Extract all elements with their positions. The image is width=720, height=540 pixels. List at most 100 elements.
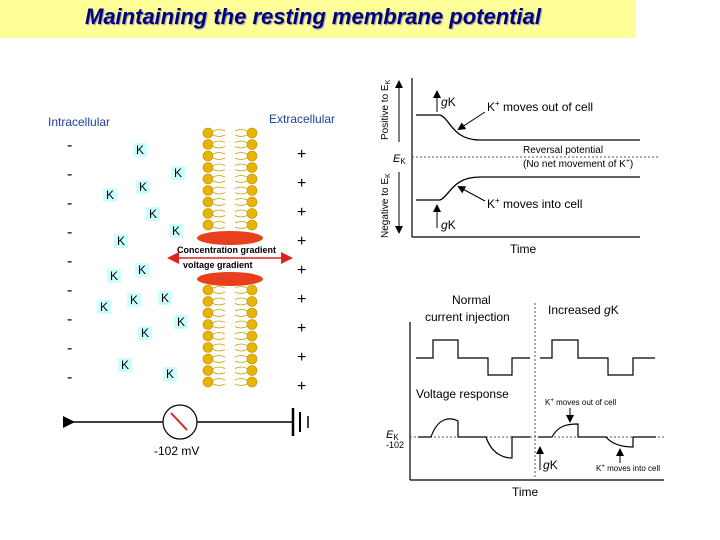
concentration-gradient-label: Concentration gradient (177, 245, 276, 255)
extracellular-charges: +++++++++ (297, 146, 306, 395)
voltage-response-label: Voltage response (416, 387, 509, 401)
title-banner (0, 0, 636, 38)
potassium-ion (171, 166, 185, 180)
lipid-head (202, 342, 214, 353)
potassium-ion-label: K (136, 143, 144, 157)
meter-reading: -102 mV (154, 444, 199, 458)
lipid-head (202, 365, 214, 376)
potassium-ion (135, 263, 149, 277)
potassium-ion-label: K (172, 224, 180, 238)
minus-sign: - (67, 253, 72, 270)
lipid-head (246, 196, 258, 208)
normal-label-line1: Normal (452, 293, 491, 307)
lipid-tail (212, 332, 226, 340)
plus-sign: + (297, 349, 306, 366)
k-in-label: K+ moves into cell (487, 196, 582, 211)
lipid-tail (212, 320, 226, 329)
potassium-ion-label: K (174, 166, 182, 180)
lipid-head (246, 284, 258, 296)
voltmeter-needle-icon (170, 412, 188, 431)
lipid-tail (234, 198, 248, 206)
lipid-tail (234, 366, 248, 375)
lipid-head (202, 219, 214, 231)
voltage-trace-increased (538, 423, 656, 448)
lipid-tail (212, 152, 226, 160)
lipid-head (202, 185, 214, 196)
lipid-tail (234, 221, 248, 229)
minus-sign: - (67, 137, 72, 154)
channel-lower (197, 272, 263, 286)
lipid-tail (234, 186, 248, 195)
potassium-ion (133, 143, 147, 157)
potassium-ion-label: K (121, 358, 129, 372)
minus-sign: - (67, 340, 72, 357)
current-injection-normal (416, 339, 530, 376)
lipid-tail (234, 163, 248, 172)
lipid-head (246, 208, 258, 219)
lipid-head (202, 353, 214, 365)
potassium-ion-label: K (139, 180, 147, 194)
minus-sign: - (67, 166, 72, 183)
minus-sign: - (67, 369, 72, 386)
lipid-head (202, 127, 214, 139)
lipid-head (202, 196, 214, 208)
lipid-tail (212, 163, 226, 172)
lipid-tail (212, 175, 226, 183)
potassium-ion-label: K (106, 188, 114, 202)
lipid-head (246, 139, 258, 150)
potassium-ion (158, 291, 172, 305)
lipid-head (202, 307, 214, 319)
lipid-tail (212, 198, 226, 206)
potassium-ion-label: K (161, 291, 169, 305)
potassium-ion-label: K (141, 326, 149, 340)
lipid-head (202, 150, 214, 162)
negative-to-ek-label: Negative to EK (380, 173, 392, 238)
positive-to-ek-label: Positive to EK (380, 79, 392, 140)
voltage-trace-normal (418, 418, 530, 459)
lipid-head (202, 296, 214, 307)
increased-gk-label: Increased gK (548, 303, 619, 317)
lipid-tail (234, 378, 248, 386)
current-injection-increased (540, 339, 655, 376)
lipid-tail (212, 355, 226, 363)
potassium-ion (146, 207, 160, 221)
lipid-head (202, 330, 214, 342)
plus-sign: + (297, 378, 306, 395)
potassium-ion-label: K (138, 263, 146, 277)
potassium-ion (114, 234, 128, 248)
minus-sign: - (67, 282, 72, 299)
lipid-tail (234, 209, 248, 218)
ek-label-bottom: EK (386, 429, 399, 442)
lipid-tail (234, 175, 248, 183)
gk-label-bottom: gK (441, 218, 456, 232)
plus-sign: + (297, 175, 306, 192)
potassium-ion-label: K (110, 269, 118, 283)
normal-label-line2: current injection (425, 310, 510, 324)
lipid-head (246, 307, 258, 319)
lipid-tail (234, 129, 248, 137)
potassium-ion (107, 269, 121, 283)
plus-sign: + (297, 262, 306, 279)
potassium-ion (118, 358, 132, 372)
lipid-tail (212, 297, 226, 306)
lipid-head (246, 150, 258, 162)
top-time-label: Time (510, 242, 537, 256)
lipid-tail (212, 129, 226, 137)
minus-sign: - (67, 224, 72, 241)
lipid-head (246, 353, 258, 365)
plus-sign: + (297, 146, 306, 163)
potassium-ion (127, 293, 141, 307)
lipid-head (202, 173, 214, 185)
plus-sign: + (297, 233, 306, 250)
lipid-head (246, 219, 258, 231)
potassium-ion (163, 367, 177, 381)
trace-k-out (416, 114, 640, 141)
potassium-ion-label: K (177, 315, 185, 329)
lipid-tail (212, 209, 226, 218)
lipid-head (202, 284, 214, 296)
k-in-pointer (457, 186, 486, 202)
potassium-ion (138, 326, 152, 340)
lipid-tail (212, 366, 226, 375)
